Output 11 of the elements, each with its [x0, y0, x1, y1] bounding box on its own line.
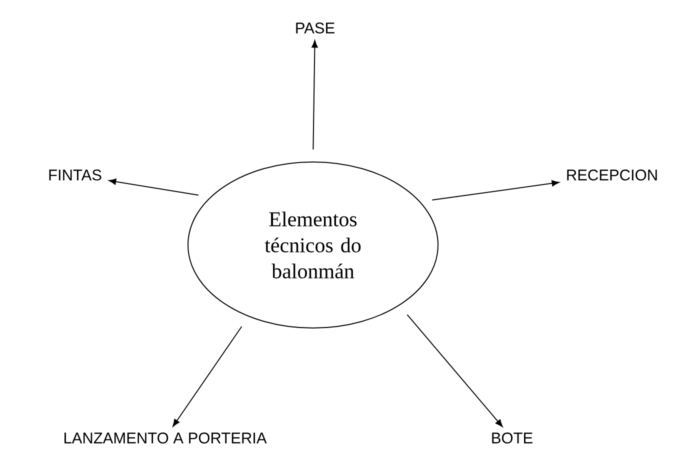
label-text: PASE [296, 22, 334, 34]
label-text: LANZAMENTO A PORTERIA [64, 432, 267, 444]
arrow [406, 314, 503, 428]
label-text: RECEPCION [567, 170, 657, 180]
arrow [312, 40, 318, 150]
arrow [172, 326, 242, 427]
label-text: FINTAS [49, 170, 102, 180]
label-text: BOTE [492, 432, 532, 444]
arrow [108, 178, 199, 196]
ellipse-node: Elementos técnicos do balonmán [188, 162, 438, 328]
arrow [432, 180, 560, 201]
